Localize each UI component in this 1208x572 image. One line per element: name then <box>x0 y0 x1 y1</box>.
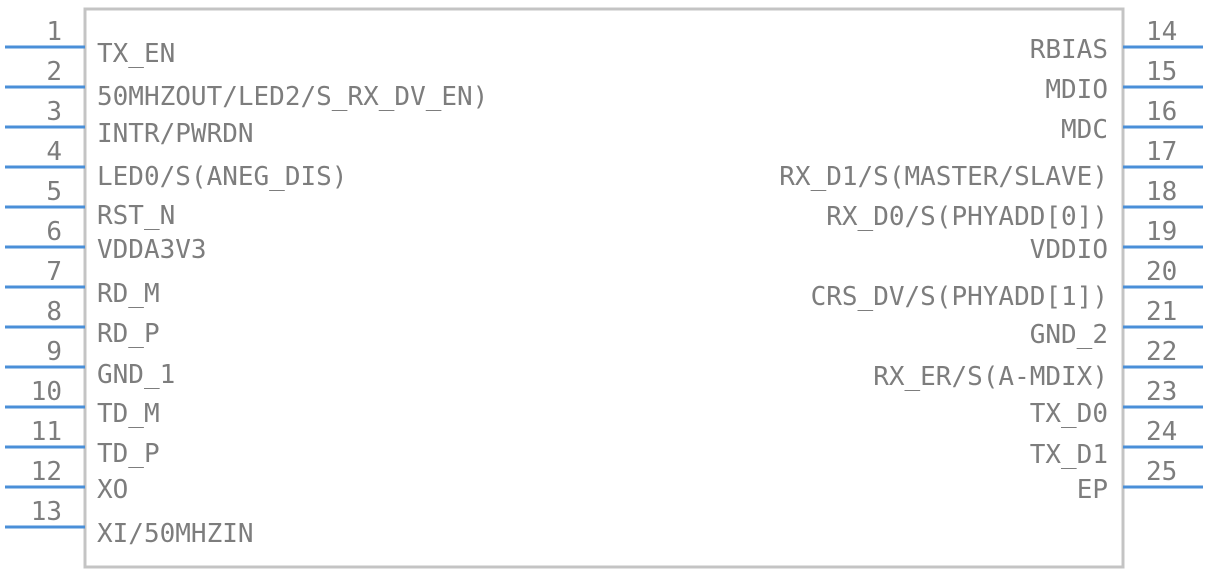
pin-number: 24 <box>1146 417 1177 447</box>
pin-label: VDDIO <box>1030 235 1108 265</box>
pin-number: 19 <box>1146 217 1177 247</box>
pin-label: TX_EN <box>97 39 175 69</box>
pin-number: 25 <box>1146 457 1177 487</box>
pin-label: TD_P <box>97 439 160 469</box>
pin-label: RX_ER/S(A-MDIX) <box>873 362 1108 392</box>
pin-label: XO <box>97 475 128 505</box>
pin-label: TD_M <box>97 399 160 429</box>
pin-number: 7 <box>46 257 62 287</box>
pin-label: INTR/PWRDN <box>97 119 254 149</box>
pin-label: GND_1 <box>97 360 175 390</box>
pin-label: RD_P <box>97 319 160 349</box>
pin-number: 16 <box>1146 97 1177 127</box>
pin-number: 13 <box>31 497 62 527</box>
pin-number: 9 <box>46 337 62 367</box>
pin-label: CRS_DV/S(PHYADD[1]) <box>811 282 1108 312</box>
left-pin-group: 1TX_EN 2 50MHZOUT/LED2/S_RX_DV_EN) 3INTR/PW… <box>5 17 488 549</box>
pin-label: XI/50MHZIN <box>97 519 254 549</box>
pin-label: RST_N <box>97 201 175 231</box>
pin-label: LED0/S(ANEG_DIS) <box>97 162 347 192</box>
pin-label: RD_M <box>97 279 160 309</box>
pin-number: 22 <box>1146 337 1177 367</box>
pin-number: 3 <box>46 97 62 127</box>
pin-number: 8 <box>46 297 62 327</box>
pin-number: 14 <box>1146 17 1177 47</box>
pin-number: 6 <box>46 217 62 247</box>
pin-label: VDDA3V3 <box>97 235 207 265</box>
pin-number: 21 <box>1146 297 1177 327</box>
pin-label: MDIO <box>1045 75 1108 105</box>
pin-label: MDC <box>1061 115 1108 145</box>
pin-label: RX_D1/S(MASTER/SLAVE) <box>779 162 1108 192</box>
pin-number: 1 <box>46 17 62 47</box>
pin-number: 4 <box>46 137 62 167</box>
pin-label: 50MHZOUT/LED2/S_RX_DV_EN) <box>97 82 488 112</box>
pin-number: 5 <box>46 177 62 207</box>
pin-label: RBIAS <box>1030 35 1108 65</box>
pin-label: TX_D0 <box>1030 399 1108 429</box>
pin-number: 20 <box>1146 257 1177 287</box>
pin-number: 18 <box>1146 177 1177 207</box>
pin-number: 11 <box>31 417 62 447</box>
pin-number: 17 <box>1146 137 1177 167</box>
pin-number: 10 <box>31 377 62 407</box>
pin-number: 2 <box>46 57 62 87</box>
pin-label: EP <box>1077 475 1108 505</box>
pin-label: RX_D0/S(PHYADD[0]) <box>826 202 1108 232</box>
pin-label: GND_2 <box>1030 320 1108 350</box>
pin-label: TX_D1 <box>1030 440 1108 470</box>
pin-number: 23 <box>1146 377 1177 407</box>
pin-number: 12 <box>31 457 62 487</box>
pin-number: 15 <box>1146 57 1177 87</box>
